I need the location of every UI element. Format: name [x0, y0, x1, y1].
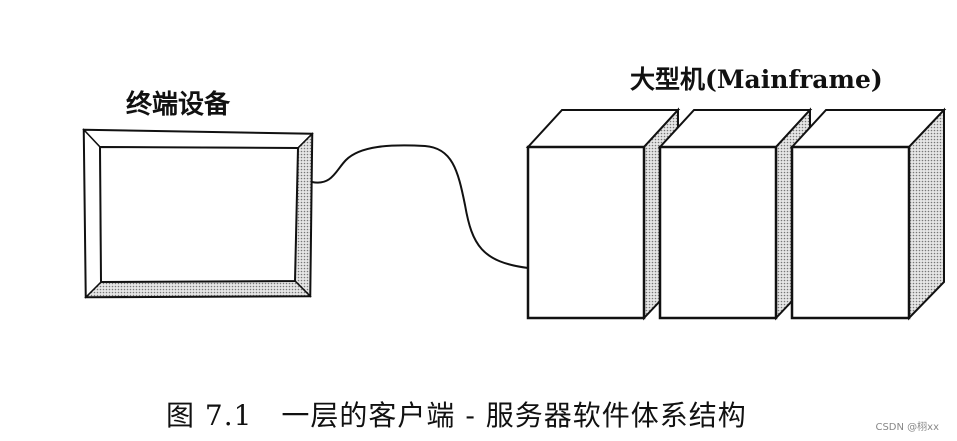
terminal-device — [82, 128, 314, 299]
mainframe-cabinet-3 — [789, 107, 947, 321]
terminal-device-label: 终端设备 — [126, 90, 231, 120]
connection-cable — [311, 144, 529, 269]
mainframe-cabinet-2 — [657, 107, 813, 321]
mainframe-cabinet-1 — [525, 107, 681, 321]
figure-caption: 图 7.1 一层的客户端 - 服务器软件体系结构 — [166, 399, 747, 432]
mainframe — [525, 107, 947, 321]
watermark-text: CSDN @栩xx — [875, 422, 939, 433]
mainframe-label: 大型机(Mainframe) — [630, 65, 883, 94]
